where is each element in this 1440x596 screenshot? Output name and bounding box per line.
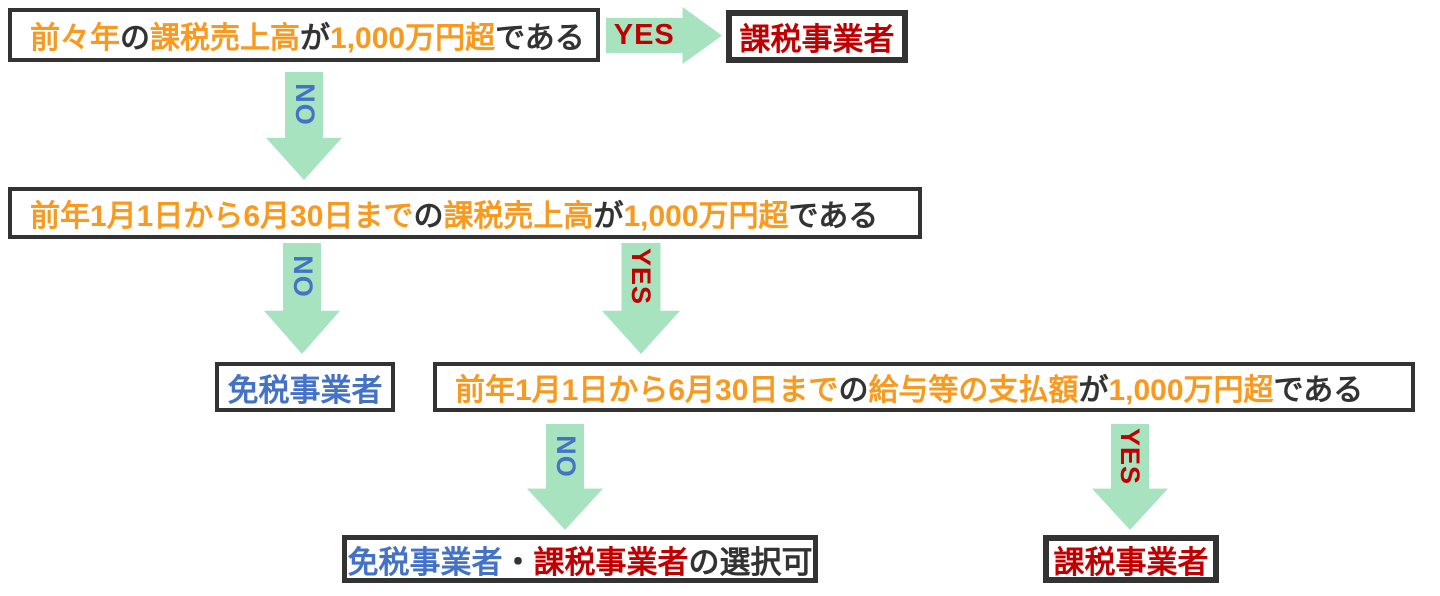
result-text: 課税事業者 [739, 22, 895, 57]
decision-text-segment: 前年1月1日から6月30日まで [30, 200, 414, 233]
decision-text-segment: の [413, 200, 444, 233]
decision-text-segment: 前年1月1日から6月30日まで [455, 374, 839, 407]
no-label: NO [287, 255, 318, 299]
decision-text-segment: 給与等の支払額 [868, 374, 1079, 407]
decision-text-segment: 課税売上高 [443, 200, 594, 233]
result-text: 免税事業者 [227, 372, 383, 408]
yes-arrow-down-icon-3: YES [1092, 424, 1168, 530]
result-box-taxable-bottom: 課税事業者 [1043, 535, 1219, 583]
decision-box-payroll-first-half-prior-year: 前年1月1日から6月30日まで の 給与等の支払額 が 1,000万円超 である [433, 362, 1415, 412]
decision-text-segment: 1,000万円超 [623, 200, 789, 233]
decision-text-segment: である [495, 22, 585, 55]
yes-label: YES [1115, 427, 1146, 485]
no-arrow-down-icon-1: NO [266, 72, 342, 180]
no-label-wrapper: NO [264, 243, 340, 311]
result-text: 課税事業者 [1053, 544, 1209, 580]
decision-text-segment: の [120, 22, 150, 55]
result-text-segment: の選択可 [688, 544, 813, 580]
decision-text-segment: 前々年 [30, 22, 120, 55]
result-text-segment: 課税事業者 [533, 544, 689, 580]
yes-label: YES [626, 248, 657, 306]
yes-arrow-down-icon-2: YES [602, 243, 680, 354]
result-text-segment: 免税事業者 [347, 544, 503, 580]
yes-label-wrapper: YES [602, 243, 680, 311]
no-label-wrapper: NO [527, 424, 603, 489]
yes-label: YES [613, 19, 675, 51]
no-arrow-down-icon-3: NO [527, 424, 603, 530]
decision-box-sales-two-years-ago: 前々年 の 課税売上高 が 1,000万円超 である [8, 8, 600, 62]
no-label: NO [289, 83, 320, 127]
yes-arrow-right-icon: YES [606, 7, 722, 64]
decision-text-segment: である [788, 200, 879, 233]
result-box-taxable-top: 課税事業者 [726, 10, 908, 63]
yes-label-wrapper: YES [606, 7, 683, 64]
decision-text-segment: である [1273, 374, 1364, 407]
decision-text-segment: 1,000万円超 [330, 22, 496, 55]
decision-text-segment: 課税売上高 [150, 22, 300, 55]
decision-text-segment: の [838, 374, 869, 407]
decision-text-segment: が [1078, 374, 1109, 407]
no-label: NO [550, 435, 581, 478]
decision-text-segment: 1,000万円超 [1108, 374, 1274, 407]
no-arrow-down-icon-2: NO [264, 243, 340, 354]
decision-text-segment: が [593, 200, 624, 233]
no-label-wrapper: NO [266, 72, 342, 138]
result-text-segment: ・ [502, 544, 534, 580]
result-box-choice-exempt-or-taxable: 免税事業者 ・ 課税事業者 の選択可 [342, 535, 818, 583]
yes-label-wrapper: YES [1092, 424, 1168, 489]
decision-text-segment: が [300, 22, 330, 55]
result-box-exempt: 免税事業者 [215, 362, 395, 412]
decision-box-sales-first-half-prior-year: 前年1月1日から6月30日まで の 課税売上高 が 1,000万円超 である [8, 187, 922, 239]
